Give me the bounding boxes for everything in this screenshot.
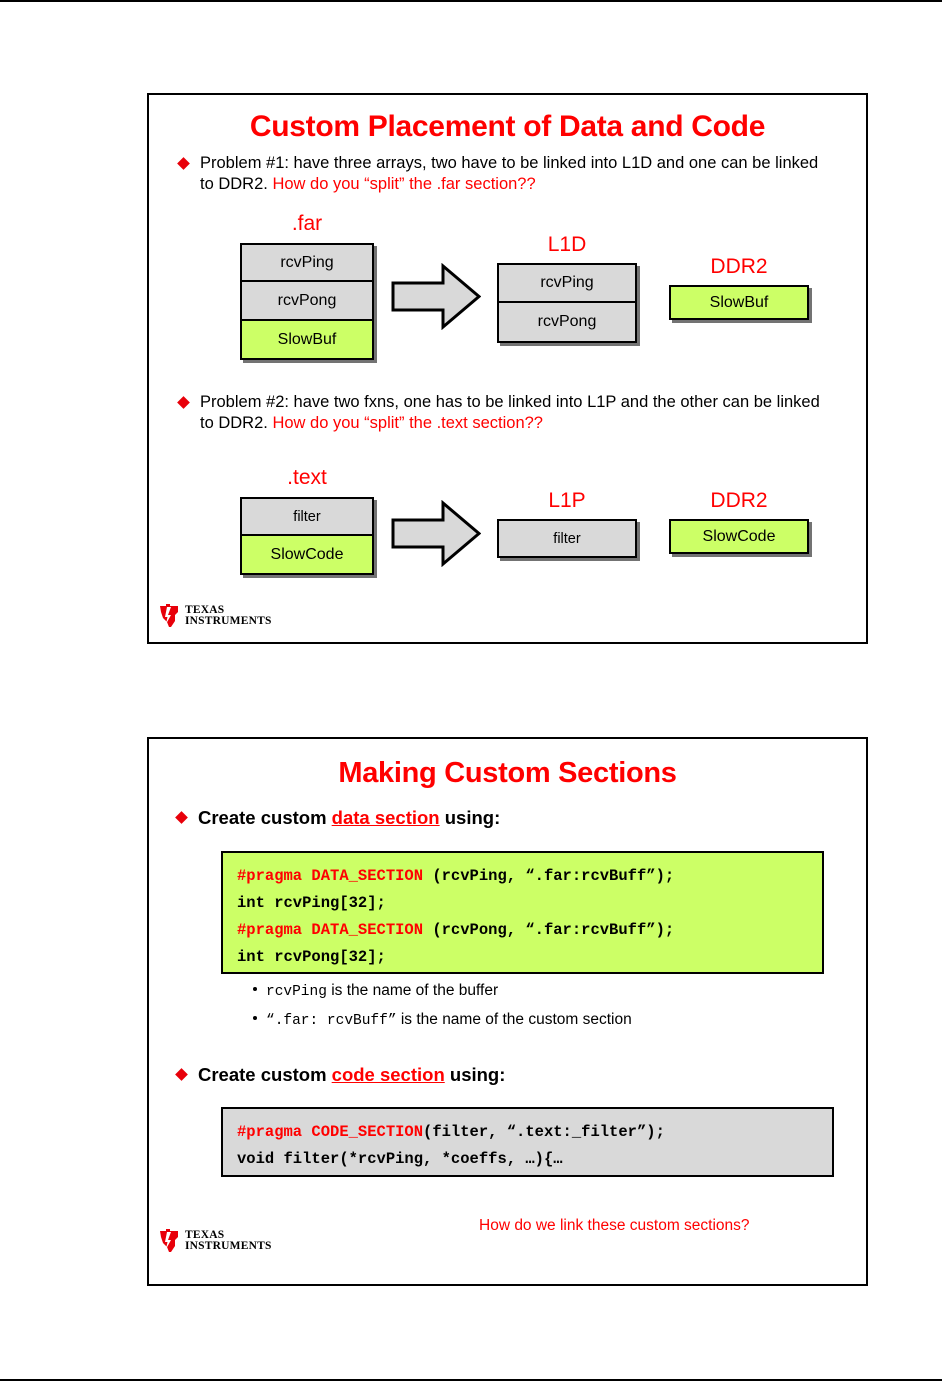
l1p-label: L1P [548, 489, 586, 512]
diamond-bullet-icon [177, 396, 190, 409]
far-cell-rcvping: rcvPing [240, 243, 374, 282]
slide-making-custom-sections: Making Custom Sections Create custom dat… [147, 737, 868, 1286]
dot-bullet-icon [253, 1016, 257, 1020]
slide-1-bullet-1-text: Problem #1: have three arrays, two have … [200, 153, 829, 195]
code-line: int rcvPong[32]; [237, 944, 808, 971]
ti-logo-line-1: TEXAS [185, 1228, 225, 1241]
ddr2-cell-slowcode: SlowCode [669, 519, 809, 554]
sub-bullet-code: “.far: rcvBuff” [266, 1013, 397, 1029]
ddr2-label-data: DDR2 [710, 255, 768, 278]
code-pragma-keyword: #pragma DATA_SECTION [237, 867, 424, 885]
bullet-data-post: using: [439, 807, 501, 828]
bullet-2-black-text: Problem #2: have two fxns, one has to be… [200, 393, 820, 432]
l1d-cell-rcvping: rcvPing [497, 263, 637, 303]
code-line: void filter(*rcvPing, *coeffs, …){… [237, 1146, 818, 1173]
data-section-code-block: #pragma DATA_SECTION (rcvPing, “.far:rcv… [221, 851, 824, 974]
code-pragma-keyword: #pragma CODE_SECTION [237, 1123, 424, 1141]
text-section-stack: filter SlowCode [240, 497, 374, 575]
slide-1-title: Custom Placement of Data and Code [249, 110, 766, 143]
far-cell-slowbuf: SlowBuf [240, 321, 374, 360]
ti-logo-line-2: INSTRUMENTS [185, 1240, 272, 1252]
ti-logo-slide-1: TEXAS INSTRUMENTS [158, 603, 272, 629]
sub-bullet-rcvping: rcvPing is the name of the buffer [253, 982, 498, 1000]
code-rest: int rcvPing[32]; [237, 894, 386, 912]
bullet-code-link[interactable]: code section [331, 1064, 445, 1085]
ti-logo-line-1: TEXAS [185, 603, 225, 616]
bullet-data-link[interactable]: data section [331, 807, 440, 828]
sub-bullet-text: is the name of the custom section [396, 1011, 632, 1028]
sub-bullet-rcvping-text: rcvPing is the name of the buffer [266, 982, 498, 1000]
code-section-code-block: #pragma CODE_SECTION(filter, “.text:_fil… [221, 1107, 834, 1177]
ti-logo-wordmark: TEXAS INSTRUMENTS [185, 1228, 272, 1253]
diamond-bullet-icon [177, 157, 190, 170]
text-cell-filter: filter [240, 497, 374, 536]
far-section-label: .far [291, 212, 323, 235]
ddr2-label-code: DDR2 [710, 489, 768, 512]
l1d-label: L1D [547, 233, 587, 256]
ddr2-cell-slowbuf: SlowBuf [669, 285, 809, 320]
text-cell-slowcode: SlowCode [240, 536, 374, 575]
slide-2-bullet-code-section: Create custom code section using: [175, 1064, 837, 1085]
ti-logo-wordmark: TEXAS INSTRUMENTS [185, 603, 272, 628]
code-line: #pragma CODE_SECTION(filter, “.text:_fil… [237, 1119, 818, 1146]
bullet-data-pre: Create custom [198, 807, 332, 828]
l1p-cell-filter: filter [497, 519, 637, 558]
code-line: int rcvPing[32]; [237, 890, 808, 917]
l1p-stack: filter [497, 519, 637, 558]
l1d-cell-rcvpong: rcvPong [497, 303, 637, 343]
page-top-rule [0, 0, 942, 2]
bullet-1-black-text: Problem #1: have three arrays, two have … [200, 154, 819, 193]
text-split-arrow-icon [391, 499, 482, 568]
code-line: #pragma DATA_SECTION (rcvPong, “.far:rcv… [237, 917, 808, 944]
code-rest: void filter(*rcvPing, *coeffs, …){… [237, 1150, 563, 1168]
dot-bullet-icon [253, 987, 257, 991]
code-rest: (rcvPong, “.far:rcvBuff”); [423, 921, 675, 939]
closing-question: How do we link these custom sections? [479, 1217, 750, 1234]
slide-2-bullet-data-section: Create custom data section using: [175, 807, 837, 828]
sub-bullet-text: is the name of the buffer [326, 982, 499, 999]
bullet-2-red-text: How do you “split” the .text section?? [272, 414, 543, 432]
ddr2-stack-data: SlowBuf [669, 285, 809, 320]
texas-instruments-logo-icon [158, 1228, 180, 1254]
code-rest: int rcvPong[32]; [237, 948, 386, 966]
slide-1-bullet-1: Problem #1: have three arrays, two have … [177, 153, 829, 195]
bullet-data-section-text: Create custom data section using: [198, 807, 500, 828]
far-split-arrow-icon [391, 262, 482, 331]
bullet-code-pre: Create custom [198, 1064, 332, 1085]
text-section-label: .text [287, 466, 327, 489]
bullet-1-red-text: How do you “split” the .far section?? [272, 175, 536, 193]
slide-custom-placement: Custom Placement of Data and Code Proble… [147, 93, 868, 644]
bullet-code-post: using: [444, 1064, 506, 1085]
bullet-code-section-text: Create custom code section using: [198, 1064, 505, 1085]
ti-logo-slide-2: TEXAS INSTRUMENTS [158, 1228, 272, 1254]
ddr2-stack-code: SlowCode [669, 519, 809, 554]
sub-bullet-far-rcvbuff: “.far: rcvBuff” is the name of the custo… [253, 1011, 632, 1029]
far-cell-rcvpong: rcvPong [240, 282, 374, 321]
slide-2-title: Making Custom Sections [338, 757, 677, 789]
texas-instruments-logo-icon [158, 603, 180, 629]
l1d-stack: rcvPing rcvPong [497, 263, 637, 343]
code-rest: (rcvPing, “.far:rcvBuff”); [423, 867, 675, 885]
code-pragma-keyword: #pragma DATA_SECTION [237, 921, 424, 939]
far-section-stack: rcvPing rcvPong SlowBuf [240, 243, 374, 360]
diamond-bullet-icon [175, 1068, 188, 1081]
ti-logo-line-2: INSTRUMENTS [185, 615, 272, 627]
slide-1-bullet-2: Problem #2: have two fxns, one has to be… [177, 392, 829, 434]
sub-bullet-far-rcvbuff-text: “.far: rcvBuff” is the name of the custo… [266, 1011, 632, 1029]
sub-bullet-code: rcvPing [266, 984, 327, 1000]
slide-1-bullet-2-text: Problem #2: have two fxns, one has to be… [200, 392, 829, 434]
page-bottom-rule [0, 1379, 942, 1381]
code-rest: (filter, “.text:_filter”); [423, 1123, 665, 1141]
code-line: #pragma DATA_SECTION (rcvPing, “.far:rcv… [237, 863, 808, 890]
diamond-bullet-icon [175, 811, 188, 824]
